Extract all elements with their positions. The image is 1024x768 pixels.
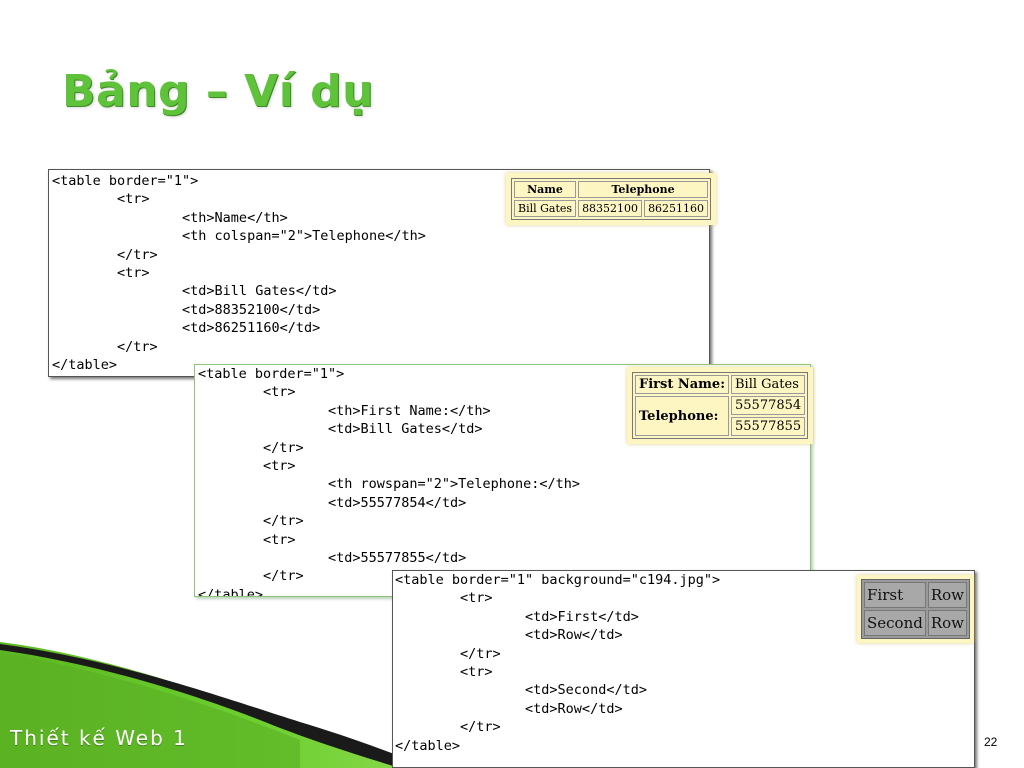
table-preview-colspan: Name Telephone Bill Gates 88352100 86251… — [506, 173, 717, 225]
table-cell: 55577855 — [731, 417, 806, 436]
page-number: 22 — [984, 735, 998, 749]
table-row: Name Telephone — [514, 181, 709, 198]
table-cell: Row — [927, 610, 968, 636]
table-cell: Second — [864, 610, 926, 636]
table-row: First Name: Bill Gates — [635, 375, 806, 394]
code-block: <table border="1"> <tr> <th>First Name:<… — [198, 366, 581, 597]
table-cell: First — [864, 582, 926, 608]
table-cell: Bill Gates — [514, 200, 577, 217]
table-header-cell: Telephone: — [635, 396, 729, 436]
code-example-rowspan: <table border="1"> <tr> <th>First Name:<… — [194, 364, 811, 597]
green-swoosh-decoration — [0, 642, 430, 768]
slide-title: Bảng – Ví dụ — [62, 66, 374, 117]
table-preview-background: First Row Second Row — [857, 575, 975, 643]
rendered-table: First Row Second Row — [861, 579, 971, 639]
table-row: Bill Gates 88352100 86251160 — [514, 200, 709, 217]
table-cell: Row — [927, 582, 968, 608]
table-header-cell: First Name: — [635, 375, 729, 394]
rendered-table: Name Telephone Bill Gates 88352100 86251… — [511, 178, 712, 220]
table-row: First Row — [864, 582, 968, 608]
table-header-cell: Telephone — [578, 181, 709, 198]
table-row: 55577855 — [635, 417, 806, 436]
table-cell: Bill Gates — [731, 375, 806, 394]
table-cell: 88352100 — [578, 200, 643, 217]
table-header-cell: Name — [514, 181, 577, 198]
footer-text: Thiết kế Web 1 — [10, 726, 188, 750]
table-row: Second Row — [864, 610, 968, 636]
table-cell: 86251160 — [644, 200, 709, 217]
table-row: Telephone: 55577854 — [635, 396, 806, 436]
table-cell: 55577854 — [731, 396, 806, 415]
code-block: <table border="1"> <tr> <th>Name</th> <t… — [52, 173, 426, 374]
rendered-table: First Name: Bill Gates Telephone: 555778… — [632, 372, 809, 439]
code-block: <table border="1" background="c194.jpg">… — [395, 572, 721, 754]
table-preview-rowspan: First Name: Bill Gates Telephone: 555778… — [627, 367, 814, 444]
